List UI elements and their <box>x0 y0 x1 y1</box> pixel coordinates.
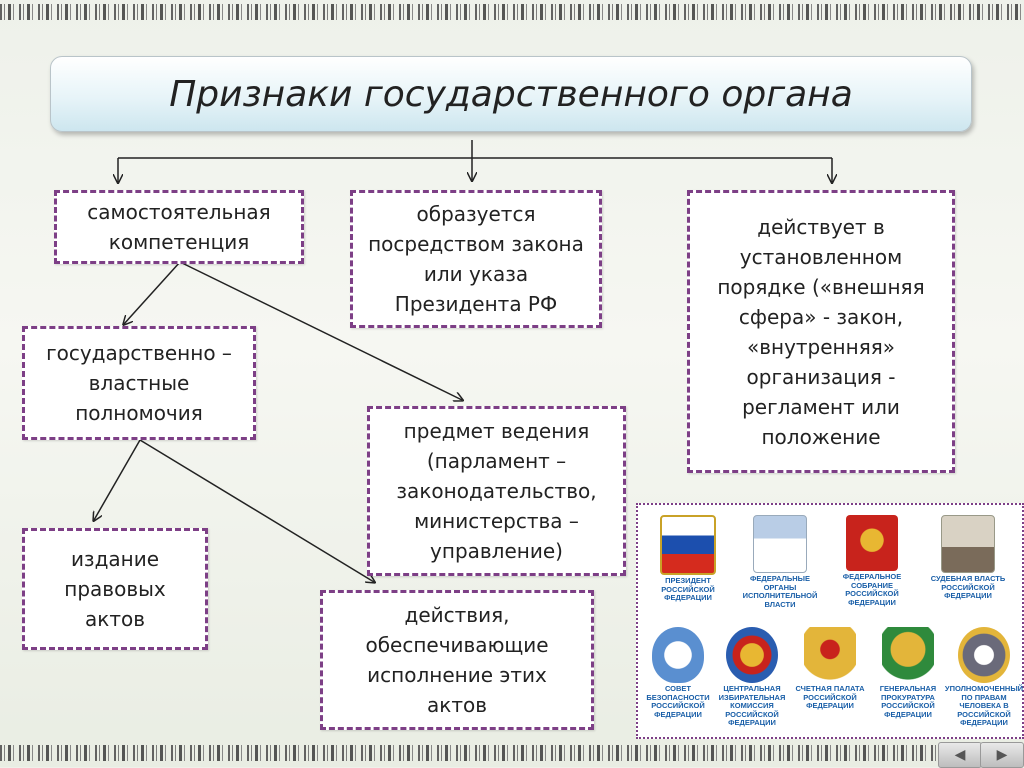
box-subject-text: предмет ведения (парламент – законодател… <box>396 419 597 563</box>
emblem-election-commission: ЦЕНТРАЛЬНАЯ ИЗБИРАТЕЛЬНАЯ КОМИССИЯ РОССИ… <box>712 627 792 728</box>
box-competence-text: самостоятельная компетенция <box>87 200 271 254</box>
emblems-panel: ПРЕЗИДЕНТ РОССИЙСКОЙ ФЕДЕРАЦИИ ФЕДЕРАЛЬН… <box>636 503 1024 739</box>
emblem-accounts-chamber: СЧЕТНАЯ ПАЛАТА РОССИЙСКОЙ ФЕДЕРАЦИИ <box>790 627 870 711</box>
arrow-competence-subject <box>179 261 462 400</box>
bottom-decor-stripe <box>0 745 1024 761</box>
next-arrow-icon: ▶ <box>996 747 1008 763</box>
shield-icon <box>652 627 704 683</box>
prev-arrow-icon: ◀ <box>954 747 966 763</box>
building-icon <box>753 515 807 573</box>
round-seal-icon <box>726 627 778 683</box>
eagle-red-icon <box>846 515 898 571</box>
arrow-competence-powers <box>124 261 181 324</box>
prev-slide-button[interactable]: ◀ <box>938 742 982 768</box>
box-issuing: издание правовых актов <box>22 528 208 650</box>
box-actions: действия, обеспечивающие исполнение этих… <box>320 590 594 730</box>
arrow-powers-actions <box>139 439 374 582</box>
emblem-security-council: СОВЕТ БЕЗОПАСНОСТИ РОССИЙСКОЙ ФЕДЕРАЦИИ <box>638 627 718 719</box>
badge-icon <box>958 627 1010 683</box>
box-subject: предмет ведения (парламент – законодател… <box>367 406 626 576</box>
emblem-prosecutor: ГЕНЕРАЛЬНАЯ ПРОКУРАТУРА РОССИЙСКОЙ ФЕДЕР… <box>868 627 948 719</box>
top-decor-stripe <box>0 4 1024 20</box>
flag-emblem-icon <box>660 515 716 575</box>
next-slide-button[interactable]: ▶ <box>980 742 1024 768</box>
eagle-gold-icon <box>804 627 856 683</box>
emblem-assembly: ФЕДЕРАЛЬНОЕ СОБРАНИЕ РОССИЙСКОЙ ФЕДЕРАЦИ… <box>832 515 912 607</box>
eagle-green-icon <box>882 627 934 683</box>
page-title: Признаки государственного органа <box>169 73 853 115</box>
box-competence: самостоятельная компетенция <box>54 190 304 264</box>
box-formed-by: образуется посредством закона или указа … <box>350 190 602 328</box>
title-banner: Признаки государственного органа <box>50 56 972 132</box>
box-issuing-text: издание правовых актов <box>64 547 166 631</box>
emblem-judiciary: СУДЕБНАЯ ВЛАСТЬ РОССИЙСКОЙ ФЕДЕРАЦИИ <box>928 515 1008 601</box>
arrow-powers-issuing <box>94 439 141 520</box>
box-powers-text: государственно – властные полномочия <box>46 341 232 425</box>
emblem-ombudsman: УПОЛНОМОЧЕННЫЙ ПО ПРАВАМ ЧЕЛОВЕКА В РОСС… <box>944 627 1024 728</box>
box-actions-text: действия, обеспечивающие исполнение этих… <box>365 603 549 717</box>
emblem-executive: ФЕДЕРАЛЬНЫЕ ОРГАНЫ ИСПОЛНИТЕЛЬНОЙ ВЛАСТИ <box>740 515 820 609</box>
emblem-president: ПРЕЗИДЕНТ РОССИЙСКОЙ ФЕДЕРАЦИИ <box>648 515 728 603</box>
box-formed-by-text: образуется посредством закона или указа … <box>368 202 584 316</box>
box-order: действует в установленном порядке («внеш… <box>687 190 955 473</box>
box-powers: государственно – властные полномочия <box>22 326 256 440</box>
court-building-icon <box>941 515 995 573</box>
box-order-text: действует в установленном порядке («внеш… <box>717 214 925 449</box>
